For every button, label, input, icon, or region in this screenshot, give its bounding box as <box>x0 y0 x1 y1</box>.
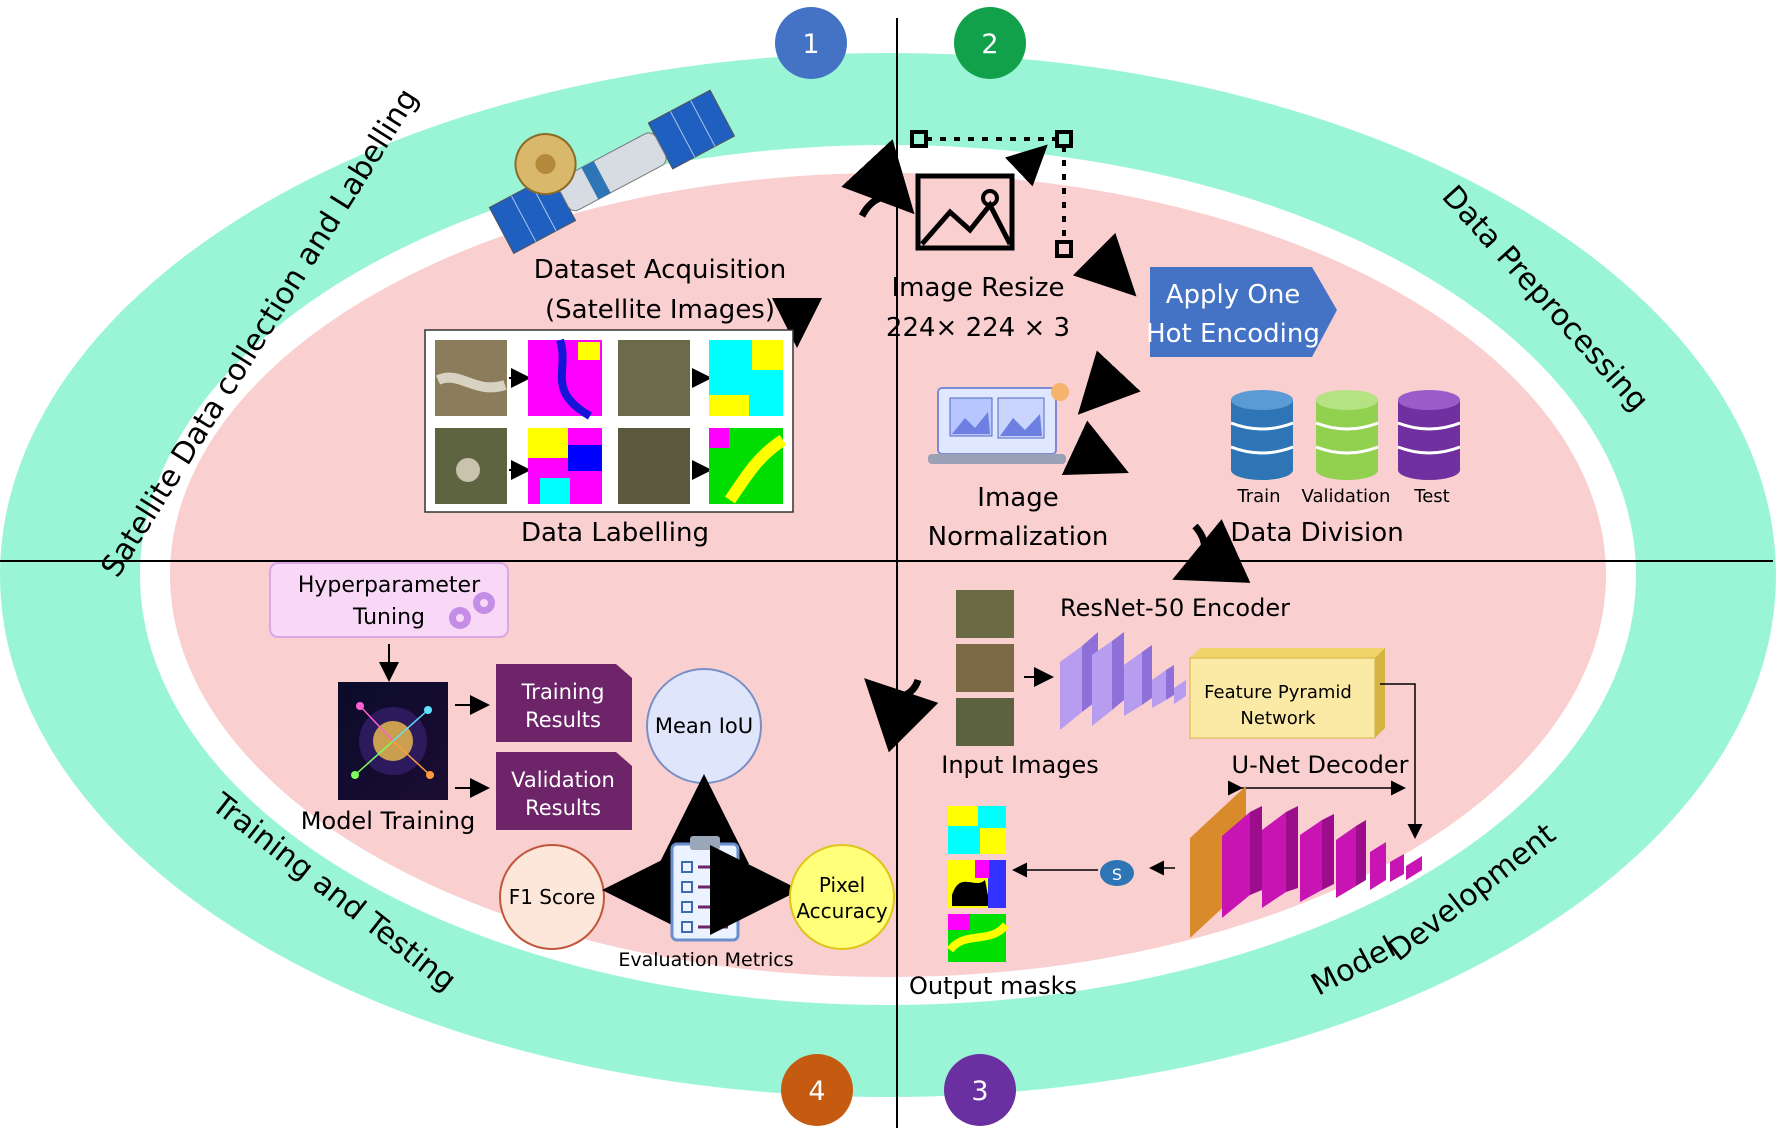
output-masks <box>946 806 1010 962</box>
validation-label-line2: Results <box>525 796 601 820</box>
image-resize-icon <box>910 130 1073 258</box>
q3-to-q4-arrow <box>864 678 939 753</box>
input-images-label: Input Images <box>941 751 1098 779</box>
phase-4-badge: 4 <box>781 1054 853 1126</box>
phase-2-badge: 2 <box>954 7 1026 79</box>
softmax-label: S <box>1112 865 1122 884</box>
database-icon <box>1230 390 1294 480</box>
phase-1-badge: 1 <box>775 7 847 79</box>
division-label: Data Division <box>1230 518 1403 548</box>
hyper-label-line2: Tuning <box>352 605 425 630</box>
database-icon <box>1397 390 1461 480</box>
split-train-label: Train <box>1236 486 1280 507</box>
evaluation-label: Evaluation Metrics <box>618 949 793 971</box>
encoder-blocks <box>1060 632 1186 730</box>
training-label-line2: Results <box>525 708 601 732</box>
decoder-label: U-Net Decoder <box>1232 751 1409 779</box>
image-normalization-icon <box>928 383 1069 464</box>
input-image-tile <box>956 698 1014 746</box>
encoder-label: ResNet-50 Encoder <box>1060 594 1290 622</box>
split-test-label: Test <box>1413 486 1449 507</box>
encoding-to-normalization-arrow <box>1077 350 1141 415</box>
gear-icon <box>449 592 495 629</box>
f1-score-node: F1 Score <box>499 844 605 950</box>
training-results-box: Training Results <box>496 664 632 742</box>
resize-label-line2: 224× 224 × 3 <box>886 313 1070 343</box>
fpn-label-line1: Feature Pyramid <box>1204 682 1352 703</box>
q2-to-q3-arrow <box>1172 519 1251 583</box>
mean-iou-label: Mean IoU <box>655 714 753 738</box>
hyper-label-line1: Hyperparameter <box>298 573 481 598</box>
pixel-label-line2: Accuracy <box>796 899 887 923</box>
satellite-tile <box>618 340 690 416</box>
encoding-label-line2: Hot Encoding <box>1146 319 1320 349</box>
f1-score-label: F1 Score <box>509 885 596 909</box>
one-hot-encoding-box: Apply One Hot Encoding <box>1146 267 1337 357</box>
phase-3-number: 3 <box>971 1076 988 1107</box>
phase-1-number: 1 <box>802 29 819 60</box>
fpn-box: Feature Pyramid Network <box>1189 648 1385 739</box>
acquisition-label-line1: Dataset Acquisition <box>534 255 786 285</box>
resize-label-line1: Image Resize <box>892 273 1065 303</box>
mean-iou-node: Mean IoU <box>646 668 762 784</box>
validation-label-line1: Validation <box>511 768 615 792</box>
model-training-label: Model Training <box>301 807 475 835</box>
output-masks-label: Output masks <box>909 972 1077 1000</box>
training-label-line1: Training <box>521 680 605 704</box>
clipboard-checklist-icon <box>670 836 740 942</box>
neural-network-icon <box>338 682 448 800</box>
satellite-icon <box>488 89 736 255</box>
input-image-tile <box>956 590 1014 638</box>
acquisition-label-line2: (Satellite Images) <box>545 295 775 325</box>
pixel-label-line1: Pixel <box>819 873 865 897</box>
normalization-to-division-arrow <box>1061 420 1129 475</box>
phase-2-number: 2 <box>981 29 998 60</box>
fpn-label-line2: Network <box>1240 708 1316 729</box>
normalization-label-line2: Normalization <box>928 522 1109 552</box>
q1-to-q2-arrow <box>841 139 915 218</box>
labelling-label: Data Labelling <box>521 518 709 548</box>
validation-results-box: Validation Results <box>496 752 632 830</box>
input-image-tile <box>956 644 1014 692</box>
database-icon <box>1315 390 1379 480</box>
encoding-label-line1: Apply One <box>1166 280 1301 310</box>
phase-4-number: 4 <box>808 1076 825 1107</box>
normalization-label-line1: Image <box>977 483 1058 513</box>
resize-to-encoding-arrow <box>1072 232 1137 297</box>
fpn-to-decoder-line <box>1380 683 1423 839</box>
pixel-accuracy-node: Pixel Accuracy <box>789 844 895 950</box>
decoder-blocks <box>1190 786 1422 938</box>
softmax-node: S <box>1100 860 1134 886</box>
phase-3-badge: 3 <box>944 1054 1016 1126</box>
split-validation-label: Validation <box>1302 486 1391 507</box>
labelling-grid <box>424 329 794 513</box>
hyperparameter-box: Hyperparameter Tuning <box>269 562 509 638</box>
satellite-tile <box>618 428 690 504</box>
